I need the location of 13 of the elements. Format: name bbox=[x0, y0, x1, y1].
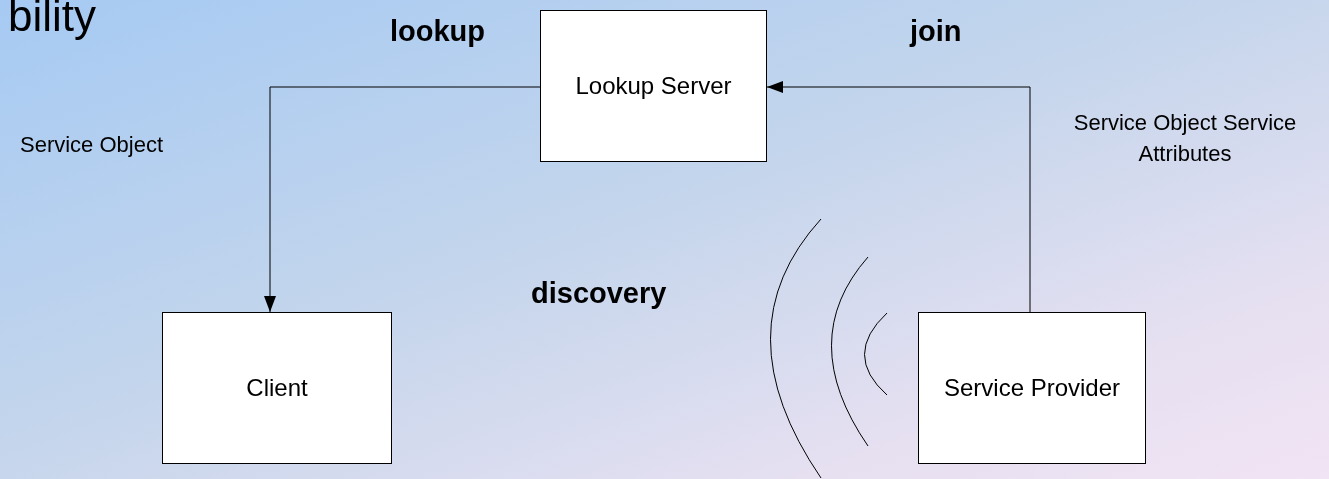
box-label: Service Provider bbox=[943, 373, 1121, 404]
box-label: Lookup Server bbox=[575, 71, 732, 102]
process-box bbox=[540, 10, 767, 162]
process-box bbox=[162, 312, 392, 464]
data-label: Service Object bbox=[20, 131, 164, 159]
box-label: Client bbox=[246, 373, 308, 404]
edge-label: join bbox=[910, 14, 962, 49]
connector-arrow bbox=[264, 86, 541, 313]
process-box bbox=[918, 312, 1146, 464]
process-label: discovery bbox=[531, 276, 667, 311]
edge-label: lookup bbox=[390, 14, 486, 49]
data-label: Service Object Service Attributes bbox=[1072, 109, 1298, 168]
connector-arrow bbox=[766, 81, 1031, 313]
